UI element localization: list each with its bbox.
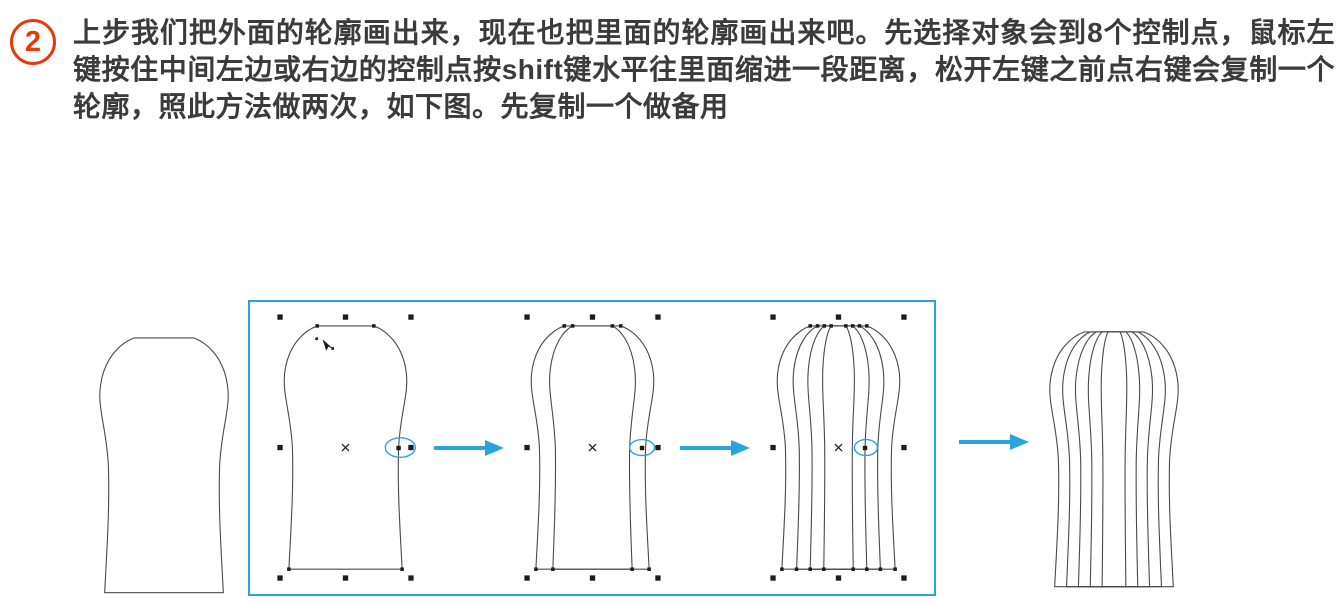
selection-handle[interactable] <box>589 575 595 581</box>
selection-handle[interactable] <box>408 444 414 451</box>
selection-handle[interactable] <box>770 575 776 581</box>
selection-handle[interactable] <box>654 575 661 581</box>
bottle-stage-multi-contour <box>757 310 920 586</box>
highlight-ellipse <box>628 438 655 457</box>
selection-handle[interactable] <box>770 444 776 451</box>
arrow-right-icon <box>679 438 752 458</box>
step-number-badge: 2 <box>10 19 56 65</box>
bottle-drawing <box>770 314 907 581</box>
node-marker <box>808 567 812 571</box>
selection-handle[interactable] <box>523 444 530 451</box>
selection-handle[interactable] <box>408 314 414 320</box>
selection-handle[interactable] <box>654 444 661 451</box>
node-marker <box>808 324 812 328</box>
center-x-marker <box>588 443 596 452</box>
node-marker <box>850 324 855 328</box>
bottle-stage-selected <box>264 310 427 586</box>
selection-handle[interactable] <box>523 575 530 581</box>
selection-handle[interactable] <box>342 314 349 320</box>
bottle-contour <box>1088 332 1139 587</box>
selection-handle[interactable] <box>277 444 283 451</box>
selection-handle[interactable] <box>408 575 414 581</box>
selection-handle[interactable] <box>770 314 776 320</box>
selection-handle[interactable] <box>277 314 283 320</box>
node-marker <box>865 324 869 328</box>
bottle-drawing <box>86 324 242 602</box>
node-marker <box>822 567 826 571</box>
node-marker <box>780 567 784 571</box>
node-marker <box>533 567 538 571</box>
selection-handle[interactable] <box>835 575 842 581</box>
drag-node-marker[interactable] <box>396 445 401 451</box>
selection-handle[interactable] <box>654 314 661 320</box>
instruction-text: 上步我们把外面的轮廓画出来，现在也把里面的轮廓画出来吧。先选择对象会到8个控制点… <box>73 17 1335 122</box>
node-marker <box>857 324 862 328</box>
center-x-marker <box>834 443 843 452</box>
node-marker <box>618 324 623 328</box>
node-marker <box>610 324 614 328</box>
node-marker <box>865 567 869 571</box>
node-marker <box>878 567 883 571</box>
step-number: 2 <box>24 25 42 58</box>
selection-handle[interactable] <box>901 444 907 451</box>
node-marker <box>646 567 651 571</box>
node-marker <box>331 347 334 350</box>
node-marker <box>550 567 555 571</box>
highlight-ellipse <box>384 437 417 458</box>
node-marker <box>794 567 799 571</box>
node-marker <box>561 324 566 328</box>
bottle-drawing <box>277 314 417 581</box>
selection-handle[interactable] <box>901 314 907 320</box>
bottle-contour <box>1063 332 1166 587</box>
node-marker <box>315 337 319 341</box>
node-marker <box>372 324 376 328</box>
node-marker <box>629 567 634 571</box>
selection-handle[interactable] <box>835 314 842 320</box>
node-marker <box>315 324 319 328</box>
drag-node-marker[interactable] <box>862 445 868 451</box>
node-marker <box>287 567 291 571</box>
node-marker <box>400 567 404 571</box>
arrow-right-icon <box>432 438 505 458</box>
steps-highlight-box <box>248 300 936 596</box>
node-marker <box>570 324 574 328</box>
bottle-drawing <box>523 314 661 581</box>
bottle-stage-one-contour <box>511 310 674 586</box>
selection-handle[interactable] <box>589 314 595 320</box>
node-marker <box>893 567 897 571</box>
bottle-stage-final <box>1036 318 1192 596</box>
bottle-contour <box>1101 332 1127 587</box>
bottle-contour <box>1075 332 1152 587</box>
selection-handle[interactable] <box>901 575 907 581</box>
node-marker <box>815 324 820 328</box>
bottle-contour <box>100 338 228 593</box>
highlight-ellipse <box>853 438 879 457</box>
bottle-stage-original <box>86 324 242 602</box>
selection-handle[interactable] <box>277 575 283 581</box>
node-marker <box>822 324 827 328</box>
selection-handle[interactable] <box>523 314 530 320</box>
drag-node-marker[interactable] <box>639 445 644 451</box>
selection-handle[interactable] <box>342 575 349 581</box>
arrow-right-icon <box>958 432 1030 452</box>
diagram <box>0 148 1338 596</box>
bottle-drawing <box>1036 318 1192 596</box>
node-edit-cursor <box>322 339 334 351</box>
node-marker <box>851 567 855 571</box>
center-x-marker <box>341 443 350 452</box>
node-marker <box>844 324 848 328</box>
node-marker <box>829 324 833 328</box>
